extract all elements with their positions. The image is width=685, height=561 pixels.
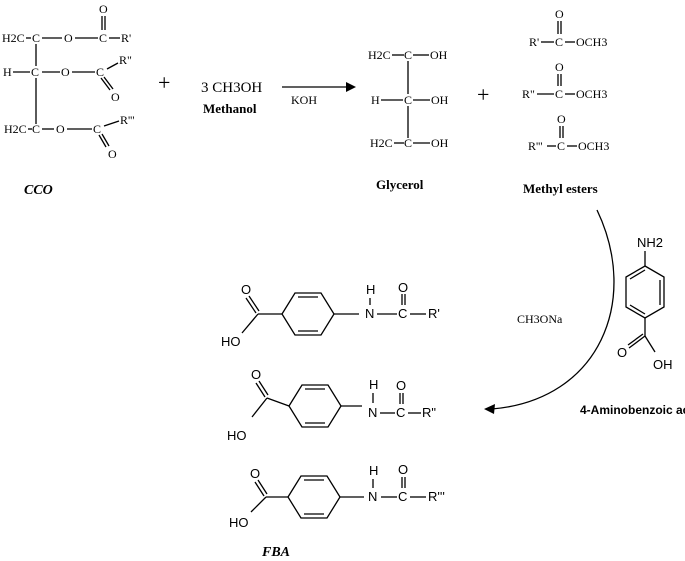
- fba3-n: N: [368, 489, 377, 504]
- glycerol-structure: H2C C OH H C OH H2C C OH: [368, 48, 449, 150]
- methanol-label: Methanol: [203, 101, 257, 116]
- fba2-c: C: [396, 405, 405, 420]
- tg-r2: R": [119, 53, 132, 67]
- gly-oh-mid: OH: [431, 93, 449, 107]
- tg-c-mid: C: [31, 65, 39, 79]
- fba1-h: H: [366, 282, 375, 297]
- step2-reagent: CH3ONa: [517, 312, 563, 326]
- ester1-r: R': [529, 35, 539, 49]
- fba1-ho: HO: [221, 334, 241, 349]
- tg-o-dbl-3: O: [108, 147, 117, 161]
- methanol-formula: 3 CH3OH: [201, 80, 262, 96]
- tg-o-3: O: [56, 122, 65, 136]
- fba-structure-2: O HO N H C O R": [227, 367, 436, 443]
- triglyceride-structure: H2C C O C O R' H C O C R" O H2C C O C: [2, 2, 135, 161]
- ester3-c: C: [557, 139, 565, 153]
- tg-c-bot: C: [32, 122, 40, 136]
- ester3-o: O: [557, 112, 566, 126]
- tg-c-1: C: [99, 31, 107, 45]
- methyl-esters-label: Methyl esters: [523, 181, 598, 196]
- ester2-o: O: [555, 60, 564, 74]
- ester3-och3: OCH3: [578, 139, 609, 153]
- fba1-n: N: [365, 306, 374, 321]
- tg-o-dbl-1: O: [99, 2, 108, 16]
- arrow-head-1: [346, 82, 356, 92]
- gly-h2c-top: H2C: [368, 48, 391, 62]
- tg-o-dbl-2: O: [111, 90, 120, 104]
- fba3-o-dbl: O: [398, 462, 408, 477]
- ester3-r: R''': [528, 139, 543, 153]
- ester2-och3: OCH3: [576, 87, 607, 101]
- gly-c-bot: C: [404, 136, 412, 150]
- gly-oh-top: OH: [430, 48, 448, 62]
- tg-c-2: C: [96, 65, 104, 79]
- ester2-r: R": [522, 87, 535, 101]
- gly-c-mid: C: [404, 93, 412, 107]
- paba-structure: NH2 O OH: [617, 235, 673, 372]
- reaction-arrow-2: [491, 209, 615, 410]
- tg-h-mid: H: [3, 65, 12, 79]
- fba3-r: R''': [428, 489, 445, 504]
- fba3-o: O: [250, 466, 260, 481]
- fba1-o-dbl: O: [398, 280, 408, 295]
- catalyst-koh: KOH: [291, 93, 317, 107]
- tg-r3: R''': [120, 113, 135, 127]
- fba1-o: O: [241, 282, 251, 297]
- fba-structure-3: O HO N H C O R''': [229, 462, 445, 530]
- paba-oh: OH: [653, 357, 673, 372]
- fba3-h: H: [369, 463, 378, 478]
- gly-oh-bot: OH: [431, 136, 449, 150]
- tg-c-top: C: [32, 31, 40, 45]
- fba2-o: O: [251, 367, 261, 382]
- tg-o-2: O: [61, 65, 70, 79]
- paba-nh2: NH2: [637, 235, 663, 250]
- ester1-och3: OCH3: [576, 35, 607, 49]
- gly-h-mid: H: [371, 93, 380, 107]
- paba-o: O: [617, 345, 627, 360]
- fba2-o-dbl: O: [396, 378, 406, 393]
- fba2-n: N: [368, 405, 377, 420]
- tg-c-3: C: [93, 122, 101, 136]
- fba2-h: H: [369, 377, 378, 392]
- fba1-c: C: [398, 306, 407, 321]
- glycerol-label: Glycerol: [376, 177, 424, 192]
- tg-o-1: O: [64, 31, 73, 45]
- fba2-ho: HO: [227, 428, 247, 443]
- paba-label: 4-Aminobenzoic acid: [580, 403, 685, 417]
- methyl-esters-structure: R' C O OCH3 R" C O OCH3 R''' C O OCH3: [522, 7, 609, 153]
- gly-h2c-bot: H2C: [370, 136, 393, 150]
- tg-h2c-top: H2C: [2, 31, 25, 45]
- fba-structure-1: O HO N H C O R': [221, 280, 440, 349]
- ester1-c: C: [555, 35, 563, 49]
- fba2-r: R": [422, 405, 436, 420]
- cco-label: CCO: [24, 183, 53, 198]
- ester1-o: O: [555, 7, 564, 21]
- arrow-head-2: [484, 404, 495, 414]
- fba1-r: R': [428, 306, 440, 321]
- plus-sign-1: +: [158, 70, 170, 95]
- ester2-c: C: [555, 87, 563, 101]
- tg-r1: R': [121, 31, 131, 45]
- fba-label: FBA: [261, 545, 290, 560]
- gly-c-top: C: [404, 48, 412, 62]
- tg-h2c-bot: H2C: [4, 122, 27, 136]
- fba3-ho: HO: [229, 515, 249, 530]
- fba3-c: C: [398, 489, 407, 504]
- plus-sign-2: +: [477, 82, 489, 107]
